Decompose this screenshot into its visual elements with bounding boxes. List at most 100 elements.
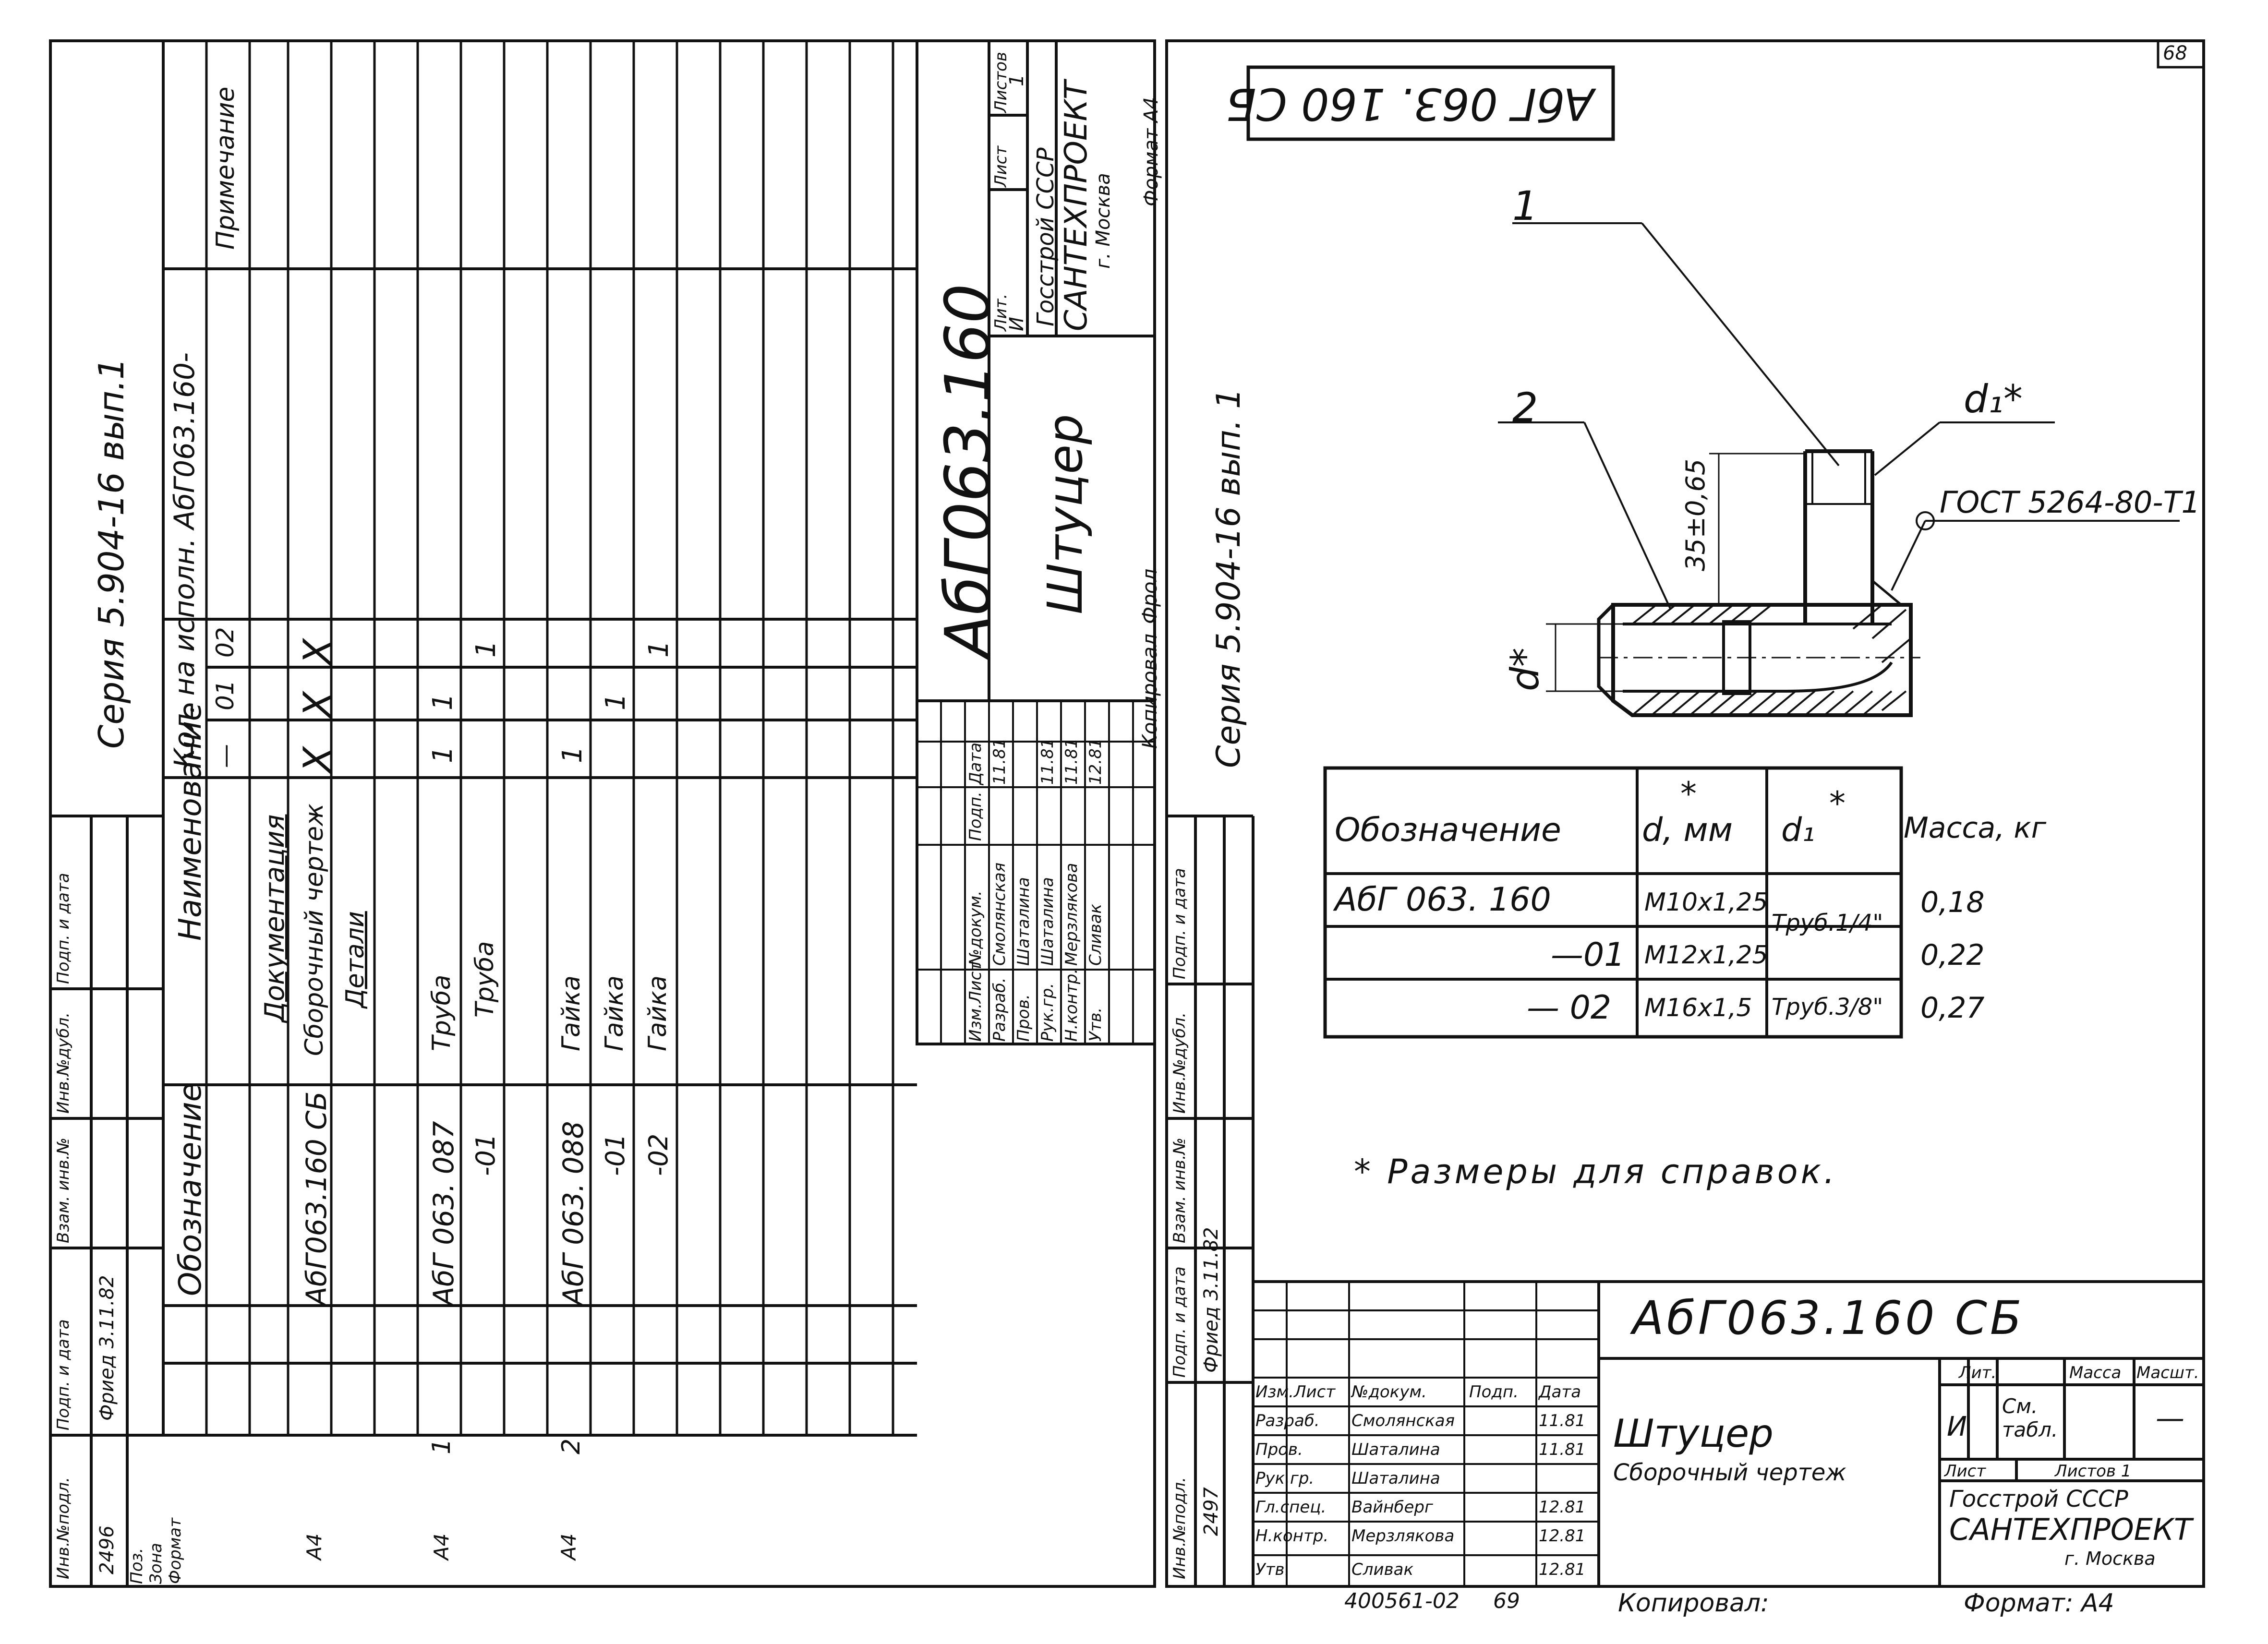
right-tb-date-0: Дата [1539,1382,1581,1402]
dimension-note: * Размеры для справок. [1354,1152,1838,1191]
right-tb-role-5: Н.контр. [1255,1526,1329,1546]
table-row-1-designation: АбГ 063. 160 [1335,881,1551,919]
table-row-3-mass: 0,27 [1920,991,1985,1025]
spec-header-qty-c2: 02 [211,627,239,658]
right-tb-sheet: Лист [1944,1462,1986,1481]
left-tb-copied: Копировал [1138,634,1161,749]
left-tb-role-2: Пров. [1014,994,1033,1042]
left-side-label-2: Взам. инв.№ [54,1137,73,1243]
table-header-d1: d₁ [1781,811,1815,849]
table-row-1-d1: Труб.1/4" [1772,910,1883,936]
spec-header-qty: Кол. на исполн. АбГ063.160- [168,352,201,768]
spec-header-format: Формат [166,1518,185,1584]
dim-gost: ГОСТ 5264-80-Т1 [1940,485,2200,520]
right-tb-lit: Лит. [1959,1363,1997,1382]
table-row-1-mass: 0,18 [1920,886,1985,919]
left-tb-sheets-val: 1 [1006,74,1028,86]
spec-row-8-designation: -02 [643,1133,674,1176]
spec-row-2-format: А4 [302,1533,326,1560]
right-tb-scale-val: — [2156,1402,2184,1435]
left-tb-lit-val: И [1006,317,1028,331]
right-tb-person-1: Смолянская [1351,1411,1455,1430]
page-number: 68 [2163,42,2187,64]
spec-row-6-designation: АбГ 063. 088 [557,1121,590,1306]
right-series-label: Серия 5.904-16 вып. 1 [1210,388,1248,768]
table-header-star-d1: * [1829,785,1846,823]
left-tb-person-4: Мерзлякова [1062,863,1081,966]
left-title-name: Штуцер [1037,414,1093,614]
table-row-3-d1: Труб.3/8" [1772,994,1883,1020]
spec-header-pos: Поз. [127,1548,146,1584]
right-tb-date-4: 12.81 [1539,1498,1586,1517]
right-tb-date-6: 12.81 [1539,1560,1586,1579]
spec-row-4-q1: 1 [427,693,458,710]
spec-row-6-pos: 2 [557,1438,586,1454]
right-stamp: АбГ 063. 160 СБ [1226,78,1594,130]
table-row-2-mass: 0,22 [1920,938,1985,972]
spec-row-2-name: Сборочный чертеж [300,804,329,1056]
spec-row-5-q2: 1 [470,640,502,658]
right-side-value-0: 2497 [1200,1487,1222,1536]
spec-row-5-designation: -01 [470,1133,501,1176]
right-tb-role-1: Разраб. [1255,1411,1320,1430]
spec-row-7-name: Гайка [600,975,629,1051]
spec-row-8-name: Гайка [643,975,672,1051]
right-side-value-1: Фриед 3.11.82 [1200,1227,1222,1373]
right-side-label-4: Подп. и дата [1170,868,1189,979]
right-tb-role-0: Изм.Лист [1255,1382,1336,1402]
spec-row-7-q1: 1 [600,693,631,710]
spec-row-6-q0: 1 [557,746,588,763]
left-side-label-4: Подп. и дата [54,873,73,984]
right-tb-role-4: Гл.спец. [1255,1498,1327,1517]
left-tb-person-5: Сливак [1086,904,1105,966]
table-row-1-d: М10х1,25 [1644,888,1768,917]
spec-header-designation: Обозначение [173,1082,208,1296]
spec-row-8-q2: 1 [643,640,675,658]
left-side-label-3: Инв.№дубл. [54,1012,73,1114]
spec-row-5-name: Труба [470,941,499,1018]
dim-35: 35±0,65 [1680,458,1711,571]
right-side-label-0: Инв.№подл. [1170,1477,1189,1579]
right-tb-person-0: №докум. [1351,1382,1427,1402]
right-tb-role-3: Рук.гр. [1255,1469,1315,1488]
left-side-label-1: Подп. и дата [54,1319,73,1430]
right-tb-lit-val: И [1947,1411,1967,1442]
spec-row-2-designation: АбГ063.160 СБ [300,1091,333,1306]
right-tb-date-2: 11.81 [1539,1440,1586,1459]
left-tb-date-4: 11.81 [1062,738,1081,785]
right-tb-scale: Масшт. [2136,1363,2199,1382]
left-tb-org3: г. Москва [1092,173,1114,269]
table-header-designation: Обозначение [1335,811,1561,849]
left-tb-role-1: Разраб. [990,977,1009,1042]
spec-header-qty-c1: 01 [211,680,239,710]
right-tb-person-6: Сливак [1351,1560,1413,1579]
table-row-3-designation: — 02 [1527,989,1612,1027]
right-title-subtitle: Сборочный чертеж [1613,1459,1846,1486]
right-tb-mass-val: См. табл. [2002,1394,2058,1441]
left-tb-person-1: Смолянская [990,862,1009,966]
left-tb-date-0: Дата [966,742,985,785]
spec-header-qty-c0: — [211,744,239,768]
spec-row-4-designation: АбГ 063. 087 [427,1121,460,1306]
right-title-code: АбГ063.160 СБ [1632,1291,2025,1345]
left-tb-format: Формат А4 [1140,97,1162,206]
right-tb-person-2: Шаталина [1351,1440,1440,1459]
right-tb-person-4: Вайнберг [1351,1498,1433,1517]
right-tb-org3: г. Москва [2064,1548,2156,1569]
right-tb-person-5: Мерзлякова [1351,1526,1455,1546]
spec-row-2-q1: X [295,691,340,718]
fitting-drawing [1498,222,2180,717]
right-side-label-1: Подп. и дата [1170,1266,1189,1378]
right-tb-colhead-0: Подп. [1469,1382,1519,1402]
right-tb-org1: Госстрой СССР [1949,1486,2128,1512]
left-tb-person-0: №докум. [966,890,985,966]
table-row-3-d: М16х1,5 [1644,994,1752,1022]
below-format: Формат: А4 [1964,1589,2114,1618]
right-tb-org2: САНТЕХПРОЕКТ [1949,1512,2192,1547]
left-tb-role-4: Н.контр. [1062,968,1081,1042]
right-tb-mass: Масса [2069,1363,2122,1382]
left-side-value-1: Фриед 3.11.82 [96,1275,118,1421]
left-tb-date-3: 11.81 [1038,738,1057,785]
spec-row-4-name: Труба [427,974,456,1051]
